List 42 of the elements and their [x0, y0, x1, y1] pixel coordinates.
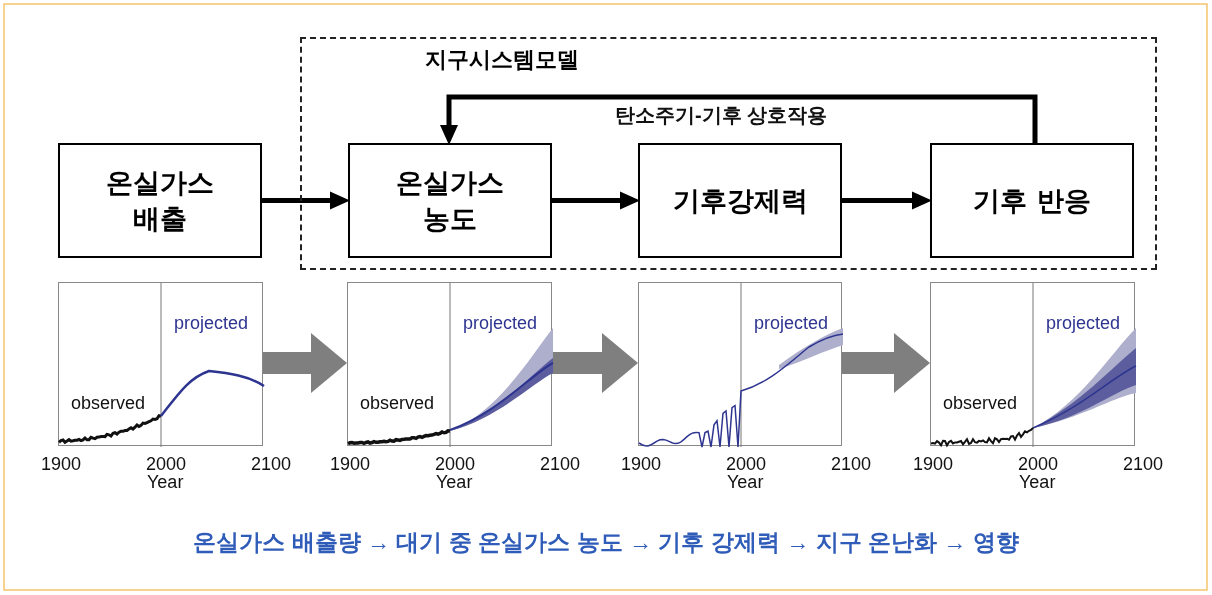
series-label: projected [754, 313, 829, 334]
tick-label: 1900 [330, 454, 371, 475]
series-label: projected [1046, 313, 1121, 334]
edge-label: 탄소주기-기후 상호작용 [615, 103, 828, 128]
tick-label: 2000 [435, 454, 476, 475]
block-arrow [552, 333, 638, 393]
axis-title: Year [436, 472, 473, 493]
process-box [638, 143, 842, 258]
tick-label: 2000 [726, 454, 767, 475]
tick-label: 1900 [621, 454, 662, 475]
tick-label: 2000 [1018, 454, 1059, 475]
block-arrow [263, 333, 347, 393]
tick-label: 2000 [146, 454, 187, 475]
caption: 온실가스 배출량 → 대기 중 온실가스 농도 → 기후 강제력 → 지구 온난화 → 영향 [192, 528, 1020, 557]
group-title: 지구시스템모델 [425, 46, 579, 74]
arrow [440, 94, 1038, 145]
process-box [930, 143, 1134, 258]
tick-label: 2100 [251, 454, 292, 475]
block-arrow [842, 333, 930, 393]
arrow [842, 191, 932, 210]
model-boundary [300, 37, 1157, 270]
process-box [348, 143, 552, 258]
series-label: projected [463, 313, 538, 334]
axis-title: Year [727, 472, 764, 493]
tick-label: 2100 [1123, 454, 1164, 475]
box-label: 온실가스 농도 [395, 166, 505, 236]
tick-label: 2100 [831, 454, 872, 475]
box-label: 기후강제력 [671, 183, 809, 218]
box-label: 기후 반응 [972, 183, 1092, 218]
tick-label: 1900 [41, 454, 82, 475]
axis-title: Year [1019, 472, 1056, 493]
process-box [58, 143, 262, 258]
arrow [552, 191, 640, 210]
tick-label: 2100 [540, 454, 581, 475]
series-label: observed [943, 393, 1018, 414]
series-label: observed [360, 393, 435, 414]
box-label: 온실가스 배출 [105, 166, 215, 236]
arrow [262, 191, 350, 210]
series-label: projected [174, 313, 249, 334]
axis-title: Year [147, 472, 184, 493]
series-label: observed [71, 393, 146, 414]
tick-label: 1900 [913, 454, 954, 475]
